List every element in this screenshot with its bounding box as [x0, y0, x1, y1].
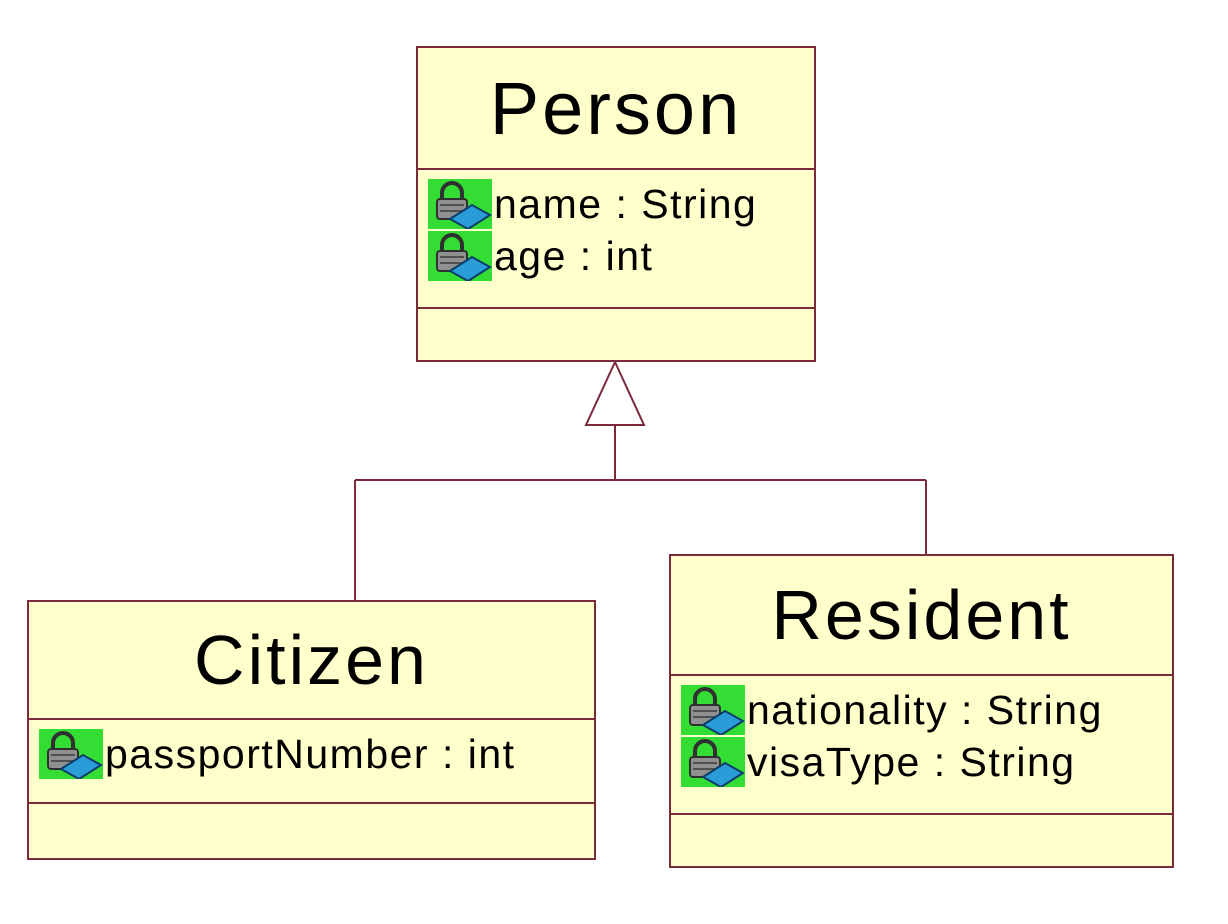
class-person[interactable]: Person name : String age : int [416, 46, 816, 362]
attribute-row[interactable]: passportNumber : int [29, 728, 594, 780]
attributes-compartment: passportNumber : int [29, 720, 594, 804]
attribute-row[interactable]: name : String [418, 178, 814, 230]
operations-compartment [29, 804, 594, 858]
attribute-row[interactable]: visaType : String [671, 736, 1172, 788]
private-attribute-icon [428, 231, 492, 281]
generalization-tree [354, 425, 927, 600]
attribute-label: visaType : String [747, 738, 1076, 785]
private-attribute-icon [39, 729, 103, 779]
attribute-label: nationality : String [747, 686, 1103, 733]
attributes-compartment: name : String age : int [418, 170, 814, 309]
attribute-row[interactable]: age : int [418, 230, 814, 282]
class-resident[interactable]: Resident nationality : String visa [669, 554, 1174, 868]
attribute-row[interactable]: nationality : String [671, 684, 1172, 736]
class-name: Resident [671, 556, 1172, 676]
private-attribute-icon [681, 685, 745, 735]
class-name: Citizen [29, 602, 594, 720]
attribute-label: age : int [494, 232, 654, 279]
attributes-compartment: nationality : String visaType : String [671, 676, 1172, 815]
operations-compartment [671, 815, 1172, 866]
private-attribute-icon [428, 179, 492, 229]
operations-compartment [418, 309, 814, 360]
class-citizen[interactable]: Citizen passportNumber : int [27, 600, 596, 860]
attribute-label: name : String [494, 180, 758, 227]
attribute-label: passportNumber : int [105, 730, 516, 777]
private-attribute-icon [681, 737, 745, 787]
class-name: Person [418, 48, 814, 170]
generalization-arrowhead [584, 359, 646, 426]
